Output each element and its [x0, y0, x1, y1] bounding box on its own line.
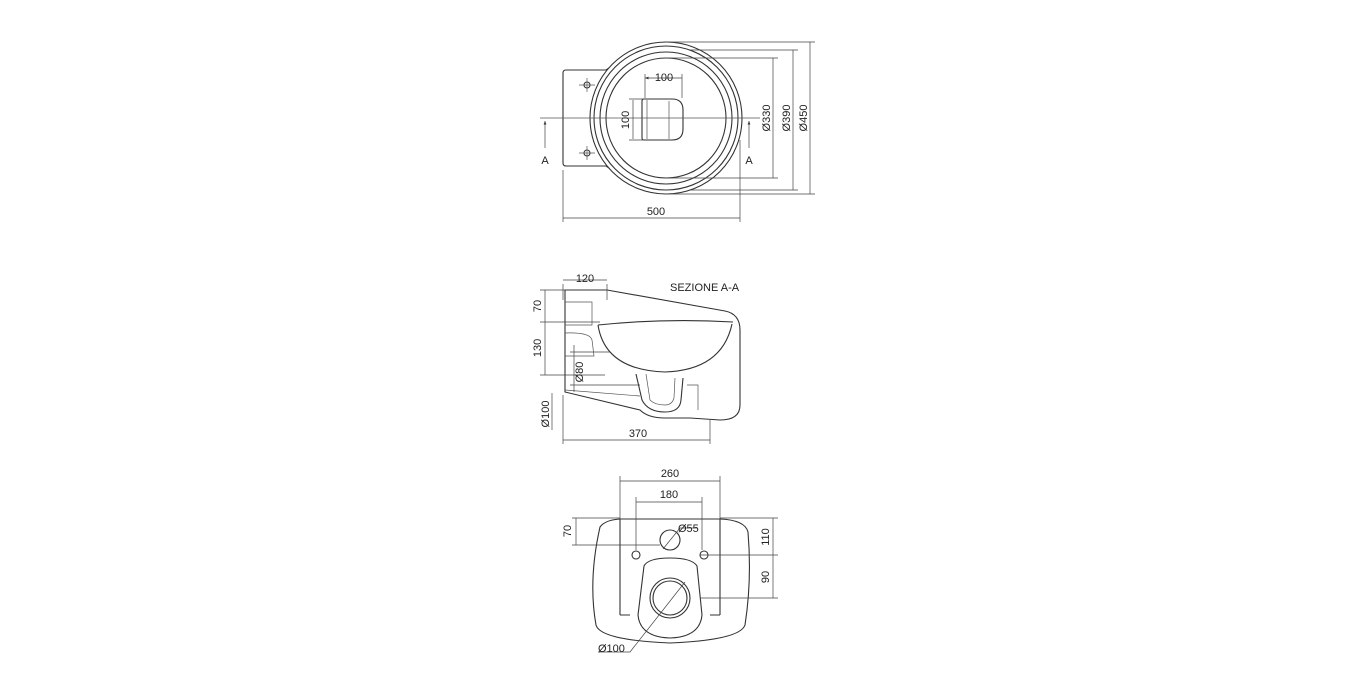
rear-view: 260 180 70 Ø55 110 90 Ø100 — [562, 468, 778, 655]
dim-top-height: 70 — [532, 300, 544, 312]
dim-seat-width: 100 — [655, 72, 673, 84]
section-view: SEZIONE A-A 120 70 130 Ø80 Ø100 370 — [532, 273, 741, 444]
dim-left-height: 70 — [562, 525, 574, 537]
dim-outer-diameter: Ø450 — [798, 105, 810, 132]
bowl — [597, 323, 733, 373]
outlet-circle — [649, 577, 691, 619]
mount-hole-top — [579, 78, 595, 92]
dim-inner-diameter: Ø330 — [761, 105, 773, 132]
section-body — [564, 289, 741, 421]
section-title: SEZIONE A-A — [670, 282, 740, 294]
dim-bowl-height: 130 — [532, 339, 544, 357]
mount-hole-left — [631, 550, 641, 560]
dim-depth: 370 — [629, 428, 647, 440]
mount-hole-bottom — [579, 146, 595, 160]
inlet-circle — [659, 529, 681, 551]
dim-lower-height: 90 — [760, 571, 772, 583]
section-mark-right: A — [745, 155, 753, 167]
dim-bracket-depth: 120 — [576, 273, 594, 285]
outlet-housing — [637, 557, 703, 639]
section-mark-left: A — [541, 155, 549, 167]
dim-inlet-diameter: Ø55 — [678, 523, 699, 535]
outlet-opening — [641, 98, 684, 141]
dim-mid-diameter: Ø390 — [781, 105, 793, 132]
trap — [635, 373, 684, 413]
dim-outlet-diameter: Ø100 — [598, 643, 625, 655]
top-view: 100 100 Ø330 Ø390 Ø450 500 A A — [540, 41, 815, 222]
dim-outer-width: 260 — [661, 468, 679, 480]
dim-upper-height: 110 — [760, 528, 772, 546]
dim-total-length: 500 — [647, 206, 665, 218]
dim-bolt-spacing: 180 — [660, 489, 678, 501]
dim-inlet-diameter: Ø80 — [574, 362, 586, 383]
dim-seat-depth: 100 — [620, 111, 632, 129]
dim-outlet-diameter: Ø100 — [540, 401, 552, 428]
